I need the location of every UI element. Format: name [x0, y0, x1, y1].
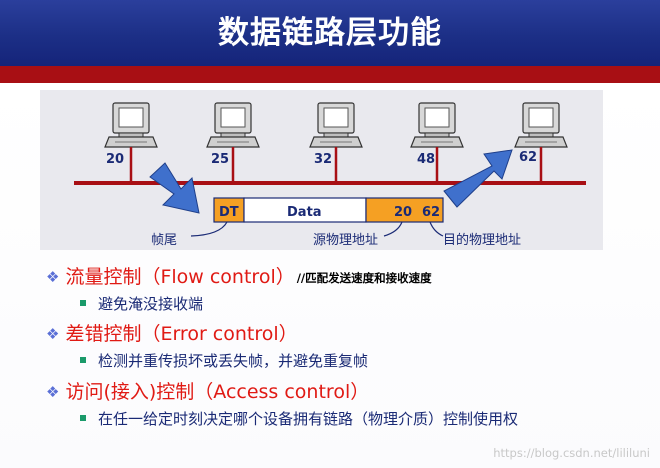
callout-trailer: 帧尾 — [151, 233, 177, 248]
down-arrow-icon — [149, 162, 200, 214]
callout-line — [190, 221, 228, 237]
bullet-note: //匹配发送速度和接收速度 — [296, 271, 432, 285]
sub-bullet-flow-control: 避免淹没接收端 — [80, 293, 203, 314]
computer-label: 62 — [519, 150, 537, 165]
title-banner — [0, 0, 660, 66]
sub-bullet-access-control: 在任一给定时刻决定哪个设备拥有链路（物理介质）控制使用权 — [80, 408, 518, 429]
computer-label: 32 — [314, 152, 332, 167]
computer-25-icon — [206, 102, 260, 148]
callout-line — [383, 221, 403, 237]
bullet-text: 差错控制（Error control） — [65, 323, 298, 345]
computer-20-icon — [104, 102, 158, 148]
computer-48-icon — [410, 102, 464, 148]
computer-label: 48 — [417, 152, 435, 167]
square-icon — [80, 357, 86, 363]
title-underline-bar — [0, 66, 660, 83]
diamond-icon: ❖ — [46, 383, 60, 401]
frame-trailer-label: DT — [219, 205, 239, 220]
sub-bullet-text: 避免淹没接收端 — [98, 295, 204, 313]
frame-data-label: Data — [287, 205, 322, 220]
page-title: 数据链路层功能 — [218, 15, 442, 51]
frame-dest-addr: 20 — [394, 205, 412, 220]
data-frame: DT Data 20 62 — [213, 197, 444, 223]
bullet-text: 访问(接入)控制（Access control） — [65, 381, 370, 403]
frame-src-addr: 62 — [422, 205, 440, 220]
sub-bullet-text: 检测并重传损坏或丢失帧，并避免重复帧 — [98, 352, 369, 370]
bullet-error-control: ❖ 差错控制（Error control） — [46, 319, 298, 346]
diamond-icon: ❖ — [46, 268, 60, 286]
up-arrow-icon — [443, 149, 513, 208]
callout-line — [429, 221, 444, 237]
bullet-text: 流量控制（Flow control） — [65, 266, 295, 288]
watermark: https://blog.csdn.net/lililuni — [493, 446, 650, 460]
computer-32-icon — [309, 102, 363, 148]
square-icon — [80, 415, 86, 421]
callout-source: 源物理地址 — [313, 233, 378, 248]
computer-label: 20 — [106, 152, 124, 167]
bullet-access-control: ❖ 访问(接入)控制（Access control） — [46, 377, 369, 404]
callout-destination: 目的物理地址 — [443, 232, 521, 248]
diamond-icon: ❖ — [46, 325, 60, 343]
square-icon — [80, 300, 86, 306]
sub-bullet-error-control: 检测并重传损坏或丢失帧，并避免重复帧 — [80, 350, 368, 371]
computer-62-icon — [514, 102, 568, 148]
computer-label: 25 — [211, 152, 229, 167]
sub-bullet-text: 在任一给定时刻决定哪个设备拥有链路（物理介质）控制使用权 — [98, 410, 519, 428]
bullet-flow-control: ❖ 流量控制（Flow control）//匹配发送速度和接收速度 — [46, 262, 432, 289]
